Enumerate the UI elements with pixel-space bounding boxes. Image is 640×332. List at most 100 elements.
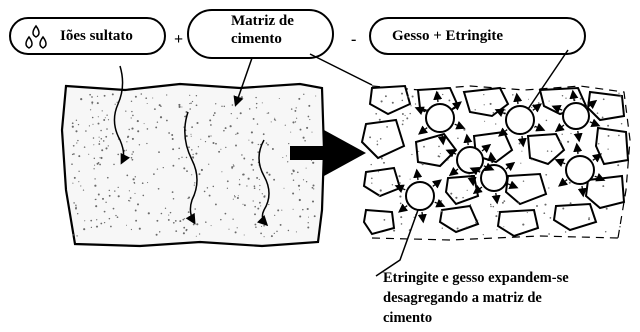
speckle-dot — [127, 136, 129, 139]
speckle-dot — [528, 98, 529, 100]
speckle-dot — [212, 185, 215, 188]
speckle-dot — [192, 156, 195, 159]
speckle-dot — [131, 158, 134, 161]
speckle-dot — [77, 139, 79, 142]
speckle-dot — [190, 135, 192, 137]
speckle-dot — [167, 218, 170, 221]
speckle-dot — [252, 117, 255, 120]
speckle-dot — [447, 159, 449, 161]
speckle-dot — [117, 186, 119, 189]
speckle-dot — [501, 201, 504, 204]
speckle-dot — [91, 116, 94, 119]
speckle-dot — [179, 220, 182, 223]
speckle-dot — [145, 97, 148, 100]
speckle-dot — [156, 219, 159, 222]
expansion-arrow — [505, 161, 516, 172]
speckle-dot — [88, 125, 90, 127]
speckle-dot — [495, 215, 498, 218]
speckle-dot — [140, 93, 143, 95]
speckle-dot — [193, 184, 195, 186]
speckle-dot — [106, 114, 108, 116]
speckle-dot — [97, 193, 100, 196]
speckle-dot — [95, 225, 99, 228]
speckle-dot — [243, 234, 245, 236]
speckle-dot — [106, 128, 108, 130]
speckle-dot — [98, 140, 101, 142]
speckle-dot — [155, 126, 158, 129]
speckle-dot — [274, 119, 277, 121]
speckle-dot — [172, 221, 175, 224]
speckle-dot — [138, 144, 141, 146]
cement-matrix-label-line1: Matriz de — [231, 13, 294, 29]
speckle-dot — [224, 212, 227, 215]
speckle-dot — [475, 221, 477, 224]
speckle-dot — [73, 153, 75, 155]
speckle-dot — [260, 205, 262, 207]
speckle-dot — [237, 195, 239, 197]
speckle-dot — [132, 114, 134, 117]
speckle-dot — [131, 110, 133, 113]
speckle-dot — [91, 96, 93, 98]
speckle-dot — [114, 103, 116, 105]
speckle-dot — [253, 185, 256, 188]
speckle-dot — [113, 163, 115, 166]
speckle-dot — [210, 135, 212, 137]
speckle-dot — [108, 189, 111, 192]
expansion-caption: Etringite e gesso expandem-se desagregan… — [383, 268, 640, 328]
speckle-dot — [191, 174, 193, 176]
speckle-dot — [166, 119, 168, 122]
speckle-dot — [78, 181, 80, 183]
speckle-dot — [208, 194, 211, 197]
speckle-dot — [90, 226, 93, 229]
speckle-dot — [183, 167, 186, 170]
speckle-dot — [295, 117, 298, 119]
speckle-dot — [469, 204, 472, 206]
speckle-dot — [223, 105, 226, 108]
speckle-dot — [94, 164, 96, 166]
speckle-dot — [92, 123, 94, 125]
speckle-dot — [253, 187, 256, 190]
speckle-dot — [456, 227, 459, 230]
speckle-dot — [108, 217, 111, 220]
speckle-dot — [112, 207, 115, 210]
speckle-dot — [503, 226, 505, 228]
speckle-dot — [128, 199, 130, 202]
matrix-inner-leader — [233, 57, 253, 107]
ettringite-crystal — [425, 103, 455, 133]
speckle-dot — [96, 95, 99, 97]
speckle-dot — [182, 232, 185, 235]
speckle-dot — [205, 221, 207, 223]
speckle-dot — [130, 157, 133, 159]
speckle-dot — [229, 125, 232, 128]
speckle-dot — [489, 203, 492, 206]
speckle-dot — [134, 176, 136, 178]
speckle-dot — [186, 170, 188, 173]
speckle-dot — [295, 107, 297, 109]
speckle-dot — [71, 125, 74, 128]
speckle-dot — [250, 163, 253, 166]
speckle-dot — [409, 178, 411, 180]
expansion-arrow — [573, 130, 583, 143]
speckle-dot — [502, 129, 505, 132]
speckle-dot — [596, 112, 599, 114]
expansion-arrow — [594, 172, 606, 182]
fragment — [438, 204, 480, 234]
speckle-dot — [404, 114, 406, 117]
speckle-dot — [162, 166, 164, 169]
speckle-dot — [240, 97, 243, 99]
speckle-dot — [255, 226, 257, 228]
speckle-dot — [128, 190, 130, 192]
speckle-dot — [191, 126, 193, 128]
speckle-dot — [209, 119, 212, 122]
speckle-dot — [267, 112, 270, 114]
speckle-dot — [423, 145, 425, 148]
speckle-dot — [484, 120, 486, 122]
speckle-dot — [597, 143, 600, 145]
gypsum-leader-line — [521, 49, 569, 119]
speckle-dot — [310, 159, 312, 162]
speckle-dot — [200, 168, 203, 172]
speckle-dot — [440, 210, 443, 213]
gypsum-ettringite-label: Gesso + Etringite — [392, 28, 504, 44]
expansion-arrow — [398, 203, 409, 213]
speckle-dot — [78, 155, 81, 158]
